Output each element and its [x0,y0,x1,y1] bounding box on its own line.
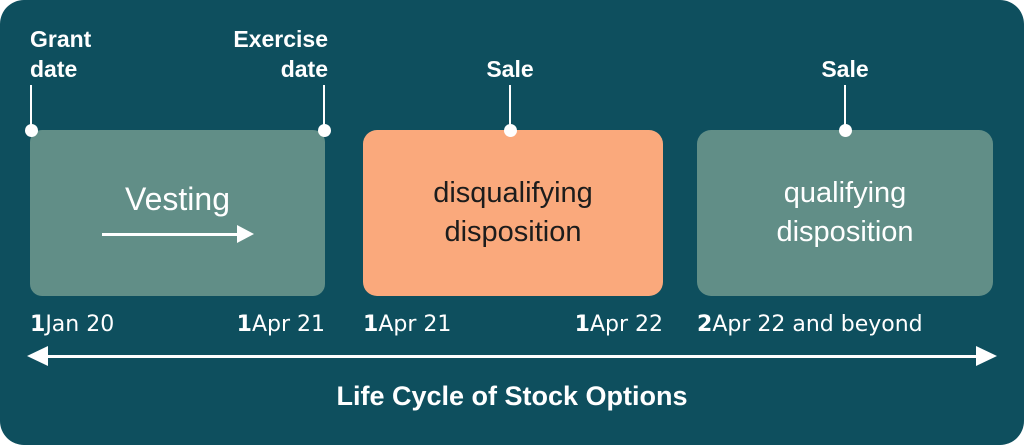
sale2-connector-line [844,85,846,130]
timeline-arrowhead-right-icon [976,346,997,366]
vesting-arrow-head [236,225,254,243]
footnote-marker: 1 [574,312,590,337]
date-text: Apr 22 [589,312,663,337]
date-label-apr22: 1Apr 22 [575,312,663,338]
timeline-arrow-shaft [44,355,980,358]
date-label-apr21-exercise: 1Apr 21 [237,312,325,338]
vesting-right-arrow-icon [101,225,254,243]
date-text: Jan 20 [45,312,115,337]
disqualifying-disposition-box: disqualifying disposition [363,130,663,296]
qualifying-disposition-label: qualifying disposition [776,177,914,248]
disqualifying-disposition-label: disqualifying disposition [433,177,593,248]
date-label-apr22-beyond: 2Apr 22 and beyond [697,312,923,338]
grant-connector-line [30,85,32,130]
sale-label-disqualifying: Sale [486,56,534,82]
vesting-arrow-shaft [101,232,237,236]
qualifying-disposition-box: qualifying disposition [697,130,993,296]
vesting-phase-box: Vesting [30,130,325,296]
timeline-arrowhead-left-icon [27,346,48,366]
sale1-dot-icon [504,124,517,137]
date-text: Apr 21 [378,312,452,337]
vesting-phase-label: Vesting [125,181,230,217]
footnote-marker: 2 [697,312,713,337]
sale2-dot-icon [839,124,852,137]
grant-date-label: Grant date [30,26,92,82]
grant-dot-icon [25,124,38,137]
exercise-connector-line [323,85,325,130]
exercise-date-label: Exercise date [233,26,328,82]
date-text: Apr 21 [251,312,325,337]
footnote-marker: 1 [236,312,252,337]
sale1-connector-line [509,85,511,130]
sale-label-qualifying: Sale [821,56,869,82]
exercise-dot-icon [318,124,331,137]
footnote-marker: 1 [363,312,379,337]
date-text: Apr 22 and beyond [712,312,923,337]
date-label-apr21-sale: 1Apr 21 [363,312,451,338]
diagram-title: Life Cycle of Stock Options [336,381,688,411]
footnote-marker: 1 [30,312,46,337]
date-label-jan20: 1Jan 20 [30,312,114,338]
